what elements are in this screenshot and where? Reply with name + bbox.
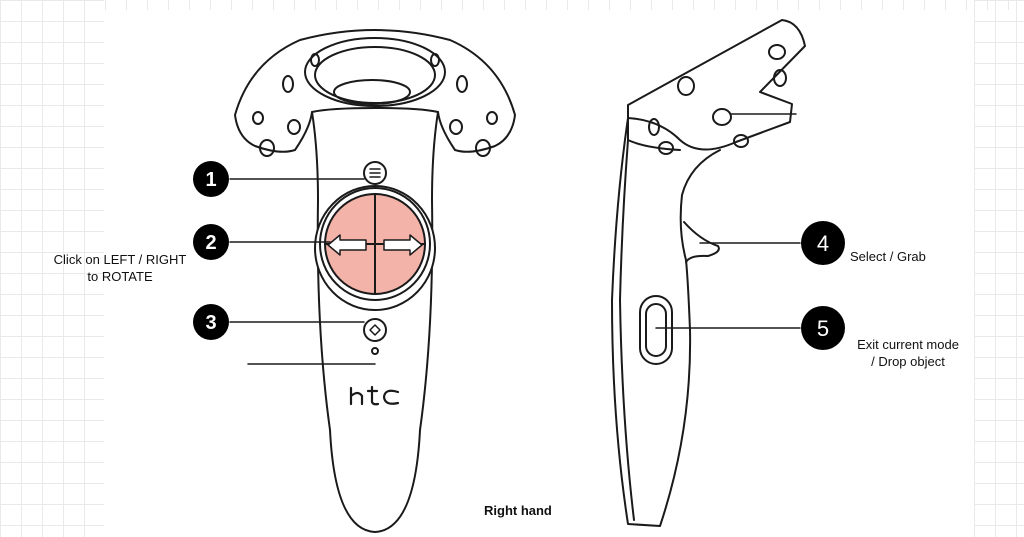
callout-text-2-line-2: to ROTATE (87, 269, 153, 284)
tracking-ring (234, 29, 516, 153)
system-icon (369, 324, 381, 336)
arrow-left-icon (327, 234, 367, 256)
callout-text-5: Exit current mode / Drop object (846, 336, 970, 370)
callout-text-4: Select / Grab (850, 249, 926, 264)
callout-badge-5 (801, 306, 845, 350)
callout-text-2: Click on LEFT / RIGHT to ROTATE (40, 251, 200, 285)
callout-number-3: 3 (205, 312, 216, 334)
callout-number-5: 5 (817, 316, 829, 341)
callout-badge-2 (193, 224, 229, 260)
callout-text-5-line-2: / Drop object (871, 354, 945, 369)
diagram-caption: Right hand (484, 503, 552, 518)
side-controller (611, 19, 806, 527)
status-led (371, 347, 379, 355)
front-controller (234, 29, 516, 533)
htc-logo (349, 385, 400, 406)
callout-number-1: 1 (205, 169, 216, 191)
background-grid-top (0, 0, 1024, 10)
arrow-right-icon (383, 234, 423, 256)
callout-badge-4 (801, 221, 845, 265)
grip-button (639, 295, 673, 365)
callout-number-2: 2 (205, 232, 216, 254)
callout-badge-3 (193, 304, 229, 340)
menu-icon (369, 168, 381, 178)
side-head (627, 19, 806, 151)
callout-number-4: 4 (817, 231, 829, 256)
side-handle (611, 117, 721, 527)
callout-badges (193, 161, 845, 350)
trigger (683, 221, 720, 263)
background-grid-right (974, 0, 1024, 537)
leader-lines (229, 113, 801, 365)
system-button (363, 318, 387, 342)
callout-numbers: 1 2 3 4 5 (205, 169, 829, 341)
callout-text-5-line-1: Exit current mode (857, 337, 959, 352)
background-grid-left (0, 0, 104, 537)
callout-badge-1 (193, 161, 229, 197)
callout-text-2-line-1: Click on LEFT / RIGHT (53, 252, 187, 267)
